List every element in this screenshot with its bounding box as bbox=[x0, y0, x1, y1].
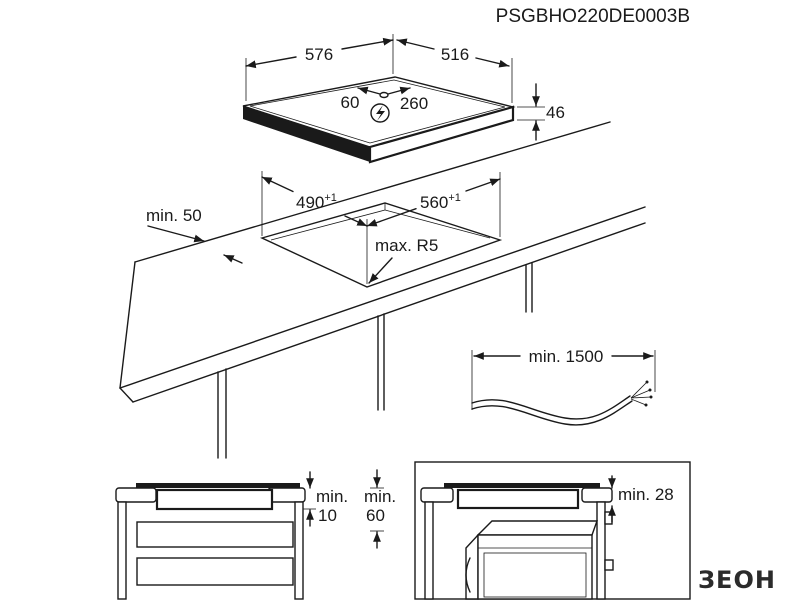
hob-width-line-b bbox=[341, 37, 394, 50]
cable-outline-top bbox=[471, 395, 631, 420]
cutout-inner-wall-right bbox=[384, 209, 491, 239]
clearance-b-label: min. bbox=[364, 487, 396, 506]
oven-top-face bbox=[476, 520, 598, 536]
cutout-right-dimension: 560+1 bbox=[366, 172, 501, 237]
power-cable bbox=[471, 380, 653, 426]
cable-wire-3 bbox=[630, 396, 652, 399]
cable-wire-1 bbox=[630, 381, 648, 399]
oven-front-face bbox=[477, 534, 593, 600]
connection-point bbox=[379, 91, 389, 99]
rear-clearance-label: min. 50 bbox=[146, 206, 202, 225]
cutout-left-label: 490+1 bbox=[296, 192, 337, 212]
section-right-hinge-bottom bbox=[604, 559, 614, 571]
corner-radius-label: max. R5 bbox=[375, 236, 438, 255]
hob-width-dimension: 576 bbox=[245, 34, 394, 101]
connection-line-right bbox=[387, 86, 411, 95]
section-left-clearance-b: min. 60 bbox=[364, 469, 396, 549]
clearance-b-value: 60 bbox=[366, 506, 385, 525]
hob-height-dimension: 46 bbox=[517, 83, 565, 141]
electric-connection-icon bbox=[370, 103, 390, 123]
section-left-clearance-a: min. 10 bbox=[303, 471, 348, 527]
hob-depth-line-a bbox=[396, 38, 435, 50]
oven bbox=[465, 520, 598, 600]
oven-handle bbox=[465, 557, 471, 593]
cable-outline-bottom bbox=[471, 400, 633, 426]
section-drawer-cabinet bbox=[115, 483, 306, 600]
connection-right-label: 260 bbox=[400, 94, 428, 113]
countertop-back-edge bbox=[134, 121, 611, 263]
cutout-left-value: 490 bbox=[296, 193, 324, 212]
section-left-countertop-left bbox=[115, 487, 157, 503]
corner-radius-callout: max. R5 bbox=[368, 236, 438, 284]
section-left-cabinet-side-right bbox=[294, 501, 304, 600]
cutout-left-line-b bbox=[344, 215, 368, 227]
cable-wire-end-3 bbox=[649, 395, 653, 399]
countertop-left-end-bottom bbox=[119, 387, 134, 403]
hob-inner-frame bbox=[249, 79, 506, 144]
countertop-front-edge bbox=[119, 206, 646, 389]
section-left-countertop-right bbox=[267, 487, 306, 503]
cutout-left-line-a bbox=[261, 176, 294, 193]
countertop-3d bbox=[119, 121, 646, 403]
section-right-hinge-top bbox=[604, 511, 613, 525]
section-right-hob-body bbox=[456, 488, 580, 510]
countertop-legs bbox=[217, 262, 533, 459]
cable-dimension: min. 1500 bbox=[471, 347, 656, 410]
section-right-countertop-right bbox=[581, 487, 613, 503]
cable-wire-end-4 bbox=[644, 403, 648, 407]
cutout-right-line-a bbox=[366, 207, 417, 227]
drawing-code: PSGBHO220DE0003B bbox=[496, 6, 690, 27]
clearance-c-label: min. 28 bbox=[618, 485, 674, 504]
hob-front-right-edge bbox=[368, 105, 515, 164]
cable-wire-2 bbox=[630, 389, 651, 399]
oven-door bbox=[483, 552, 587, 598]
cable-wire-end-2 bbox=[648, 388, 652, 392]
section-left-hob-body bbox=[155, 488, 274, 511]
clearance-a-label: min. bbox=[316, 487, 348, 506]
cutout-right-tolerance: +1 bbox=[448, 192, 461, 204]
brand-logo: ЗЕОН bbox=[698, 566, 776, 594]
hob-width-label: 576 bbox=[305, 45, 333, 64]
cable-wire-4 bbox=[630, 398, 647, 406]
section-right-cabinet-side-right bbox=[596, 501, 606, 600]
section-left-drawer-1 bbox=[136, 521, 294, 548]
section-left-hob-glass bbox=[136, 483, 300, 488]
cutout-left-dimension: 490+1 bbox=[261, 171, 368, 284]
hob-depth-dimension: 516 bbox=[396, 38, 513, 103]
section-left-drawer-2 bbox=[136, 557, 294, 586]
hob-height-label: 46 bbox=[546, 103, 565, 122]
hob-front-left-edge bbox=[243, 106, 370, 162]
connection-position: 60 260 bbox=[341, 86, 428, 123]
section-oven-cabinet bbox=[414, 461, 691, 600]
rear-clearance-arrow-cutout bbox=[223, 254, 243, 264]
section-right-hob-glass bbox=[444, 483, 600, 488]
rear-clearance-arrow-wall bbox=[147, 225, 205, 243]
rear-clearance-callout: min. 50 bbox=[146, 206, 243, 264]
cutout-right-value: 560 bbox=[420, 193, 448, 212]
countertop-left-end bbox=[119, 261, 136, 389]
corner-radius-leader bbox=[368, 257, 393, 284]
cutout-left-tolerance: +1 bbox=[324, 192, 337, 204]
section-right-clearance: min. 28 bbox=[608, 475, 674, 523]
hob-depth-label: 516 bbox=[441, 45, 469, 64]
clearance-a-value: 10 bbox=[318, 506, 337, 525]
section-right-countertop-left bbox=[420, 487, 454, 503]
lightning-bolt-icon bbox=[376, 105, 385, 121]
cutout bbox=[260, 202, 503, 288]
cutout-opening bbox=[260, 202, 503, 288]
hob-depth-line-b bbox=[475, 57, 510, 68]
cutout-right-label: 560+1 bbox=[420, 192, 461, 212]
cable-wire-end-1 bbox=[645, 380, 649, 384]
connection-line-left bbox=[357, 86, 381, 95]
hob-width-line-a bbox=[245, 56, 297, 69]
connection-left-label: 60 bbox=[341, 93, 360, 112]
section-left-cabinet-side-left bbox=[117, 501, 127, 600]
cutout-right-line-b bbox=[465, 178, 501, 192]
section-right-cabinet-side-left bbox=[424, 501, 434, 600]
cable-length-label: min. 1500 bbox=[529, 347, 604, 366]
cutout-inner-wall-left bbox=[270, 209, 386, 241]
